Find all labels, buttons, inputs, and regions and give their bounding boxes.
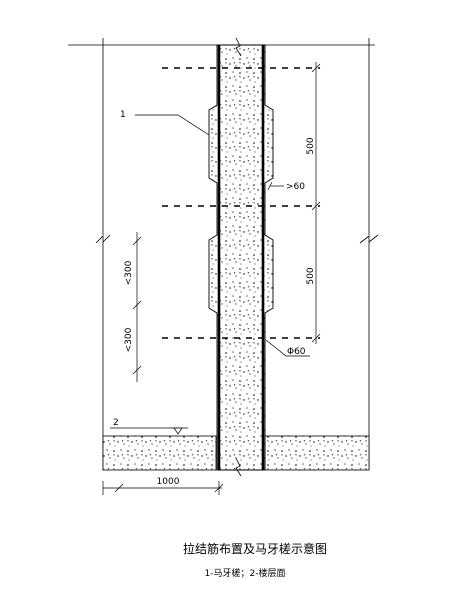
step-label-lower: <300: [124, 327, 134, 352]
base-dimension: [102, 481, 224, 495]
step-dimension: [132, 232, 142, 382]
left-boundary-line: [95, 38, 111, 470]
column-break-bottom: [235, 457, 242, 477]
spacing-label-upper: 500: [306, 137, 316, 154]
callout-2-leader: [110, 427, 188, 435]
callout-1-leader: [135, 114, 210, 136]
column-body: [208, 44, 274, 471]
diagram-legend: 1-马牙槎；2-楼层面: [204, 569, 286, 579]
anchor-dimension: [267, 181, 284, 191]
callout-1-label: 1: [120, 110, 126, 120]
callout-2-label: 2: [113, 418, 119, 428]
diagram-title: 拉结筋布置及马牙槎示意图: [182, 542, 327, 556]
base-length-label: 1000: [157, 477, 180, 487]
step-label-upper: <300: [124, 260, 134, 285]
bar-diameter-label: Φ60: [287, 347, 306, 357]
right-boundary-line: [359, 38, 379, 470]
spacing-label-lower: 500: [306, 267, 316, 284]
anchor-length-label: >60: [286, 182, 305, 192]
spacing-dimension: [311, 62, 321, 344]
column-break-top: [235, 37, 242, 57]
tie-bars: [162, 67, 320, 339]
bar-diameter-leader: [265, 339, 310, 357]
